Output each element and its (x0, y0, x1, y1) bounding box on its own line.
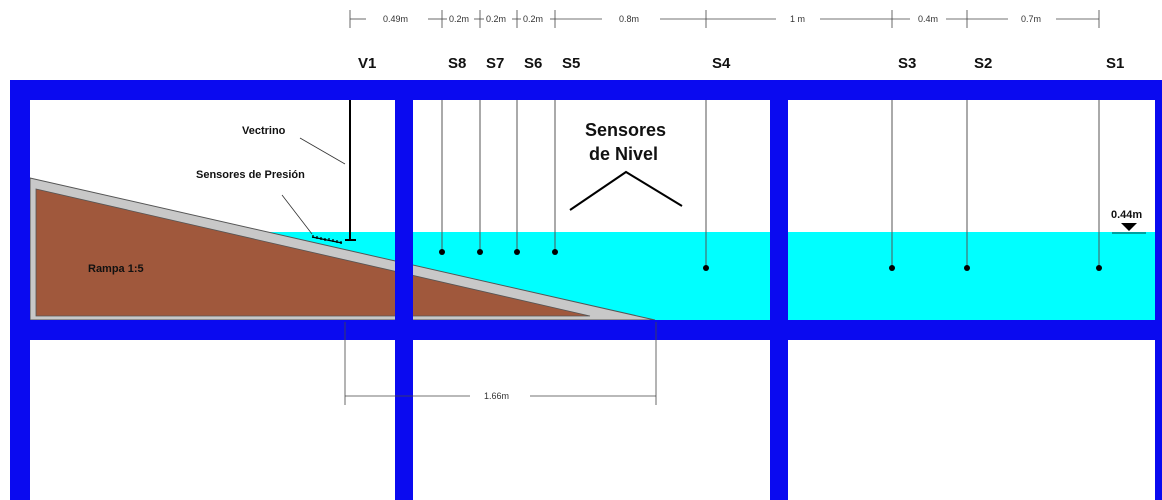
dim-label-v1-s8: 0.49m (383, 14, 408, 24)
sensor-label-s3: S3 (898, 55, 916, 72)
dim-label-s7-s6: 0.2m (486, 14, 506, 24)
frame-top-bar (10, 80, 1162, 100)
dim-label-s8-s7: 0.2m (449, 14, 469, 24)
top-dimension-lines (349, 10, 1100, 28)
sensor-s7-tip (477, 249, 483, 255)
sensor-label-s4: S4 (712, 55, 731, 72)
sensor-label-s7: S7 (486, 55, 504, 72)
sensor-label-s8: S8 (448, 55, 466, 72)
sensor-label-s1: S1 (1106, 55, 1124, 72)
sensor-s2-tip (964, 265, 970, 271)
sensor-s1-tip (1096, 265, 1102, 271)
bottom-dimension-lines (344, 322, 657, 405)
sensor-s4-tip (703, 265, 709, 271)
sensor-s6-tip (514, 249, 520, 255)
pressure-sensor-array (311, 235, 343, 244)
level-sensors-chevron (569, 170, 683, 211)
ramp-label: Rampa 1:5 (88, 263, 144, 275)
frame-post-2 (395, 80, 413, 500)
dim-label-s3-s2: 0.4m (918, 14, 938, 24)
vectrino-label: Vectrino (242, 125, 286, 137)
pressure-sensors-leader (281, 194, 313, 235)
dim-label-s4-s3: 1 m (790, 14, 805, 24)
pressure-sensors-label: Sensores de Presión (196, 169, 305, 181)
dim-label-ramp-length: 1.66m (484, 391, 509, 401)
dim-label-s6-s5: 0.2m (523, 14, 543, 24)
sensor-label-s2: S2 (974, 55, 992, 72)
frame-left-post (10, 80, 30, 500)
sensor-s8-tip (439, 249, 445, 255)
level-sensors-label-line1: Sensores (585, 120, 666, 140)
sensor-s3-tip (889, 265, 895, 271)
sensor-label-s5: S5 (562, 55, 580, 72)
dim-label-s5-s4: 0.8m (619, 14, 639, 24)
frame-post-3 (770, 80, 788, 500)
water-depth-label: 0.44m (1111, 209, 1142, 221)
sensor-s5-tip (552, 249, 558, 255)
sensor-label-v1: V1 (358, 55, 376, 72)
sensor-label-s6: S6 (524, 55, 542, 72)
frame-middle-bar (10, 320, 1162, 340)
frame-right-post (1155, 80, 1162, 500)
dim-label-s2-s1: 0.7m (1021, 14, 1041, 24)
vectrino-leader (299, 137, 346, 165)
down-triangle-icon (1121, 223, 1137, 231)
ramp-body (35, 188, 591, 317)
level-sensors-label-line2: de Nivel (589, 144, 658, 164)
